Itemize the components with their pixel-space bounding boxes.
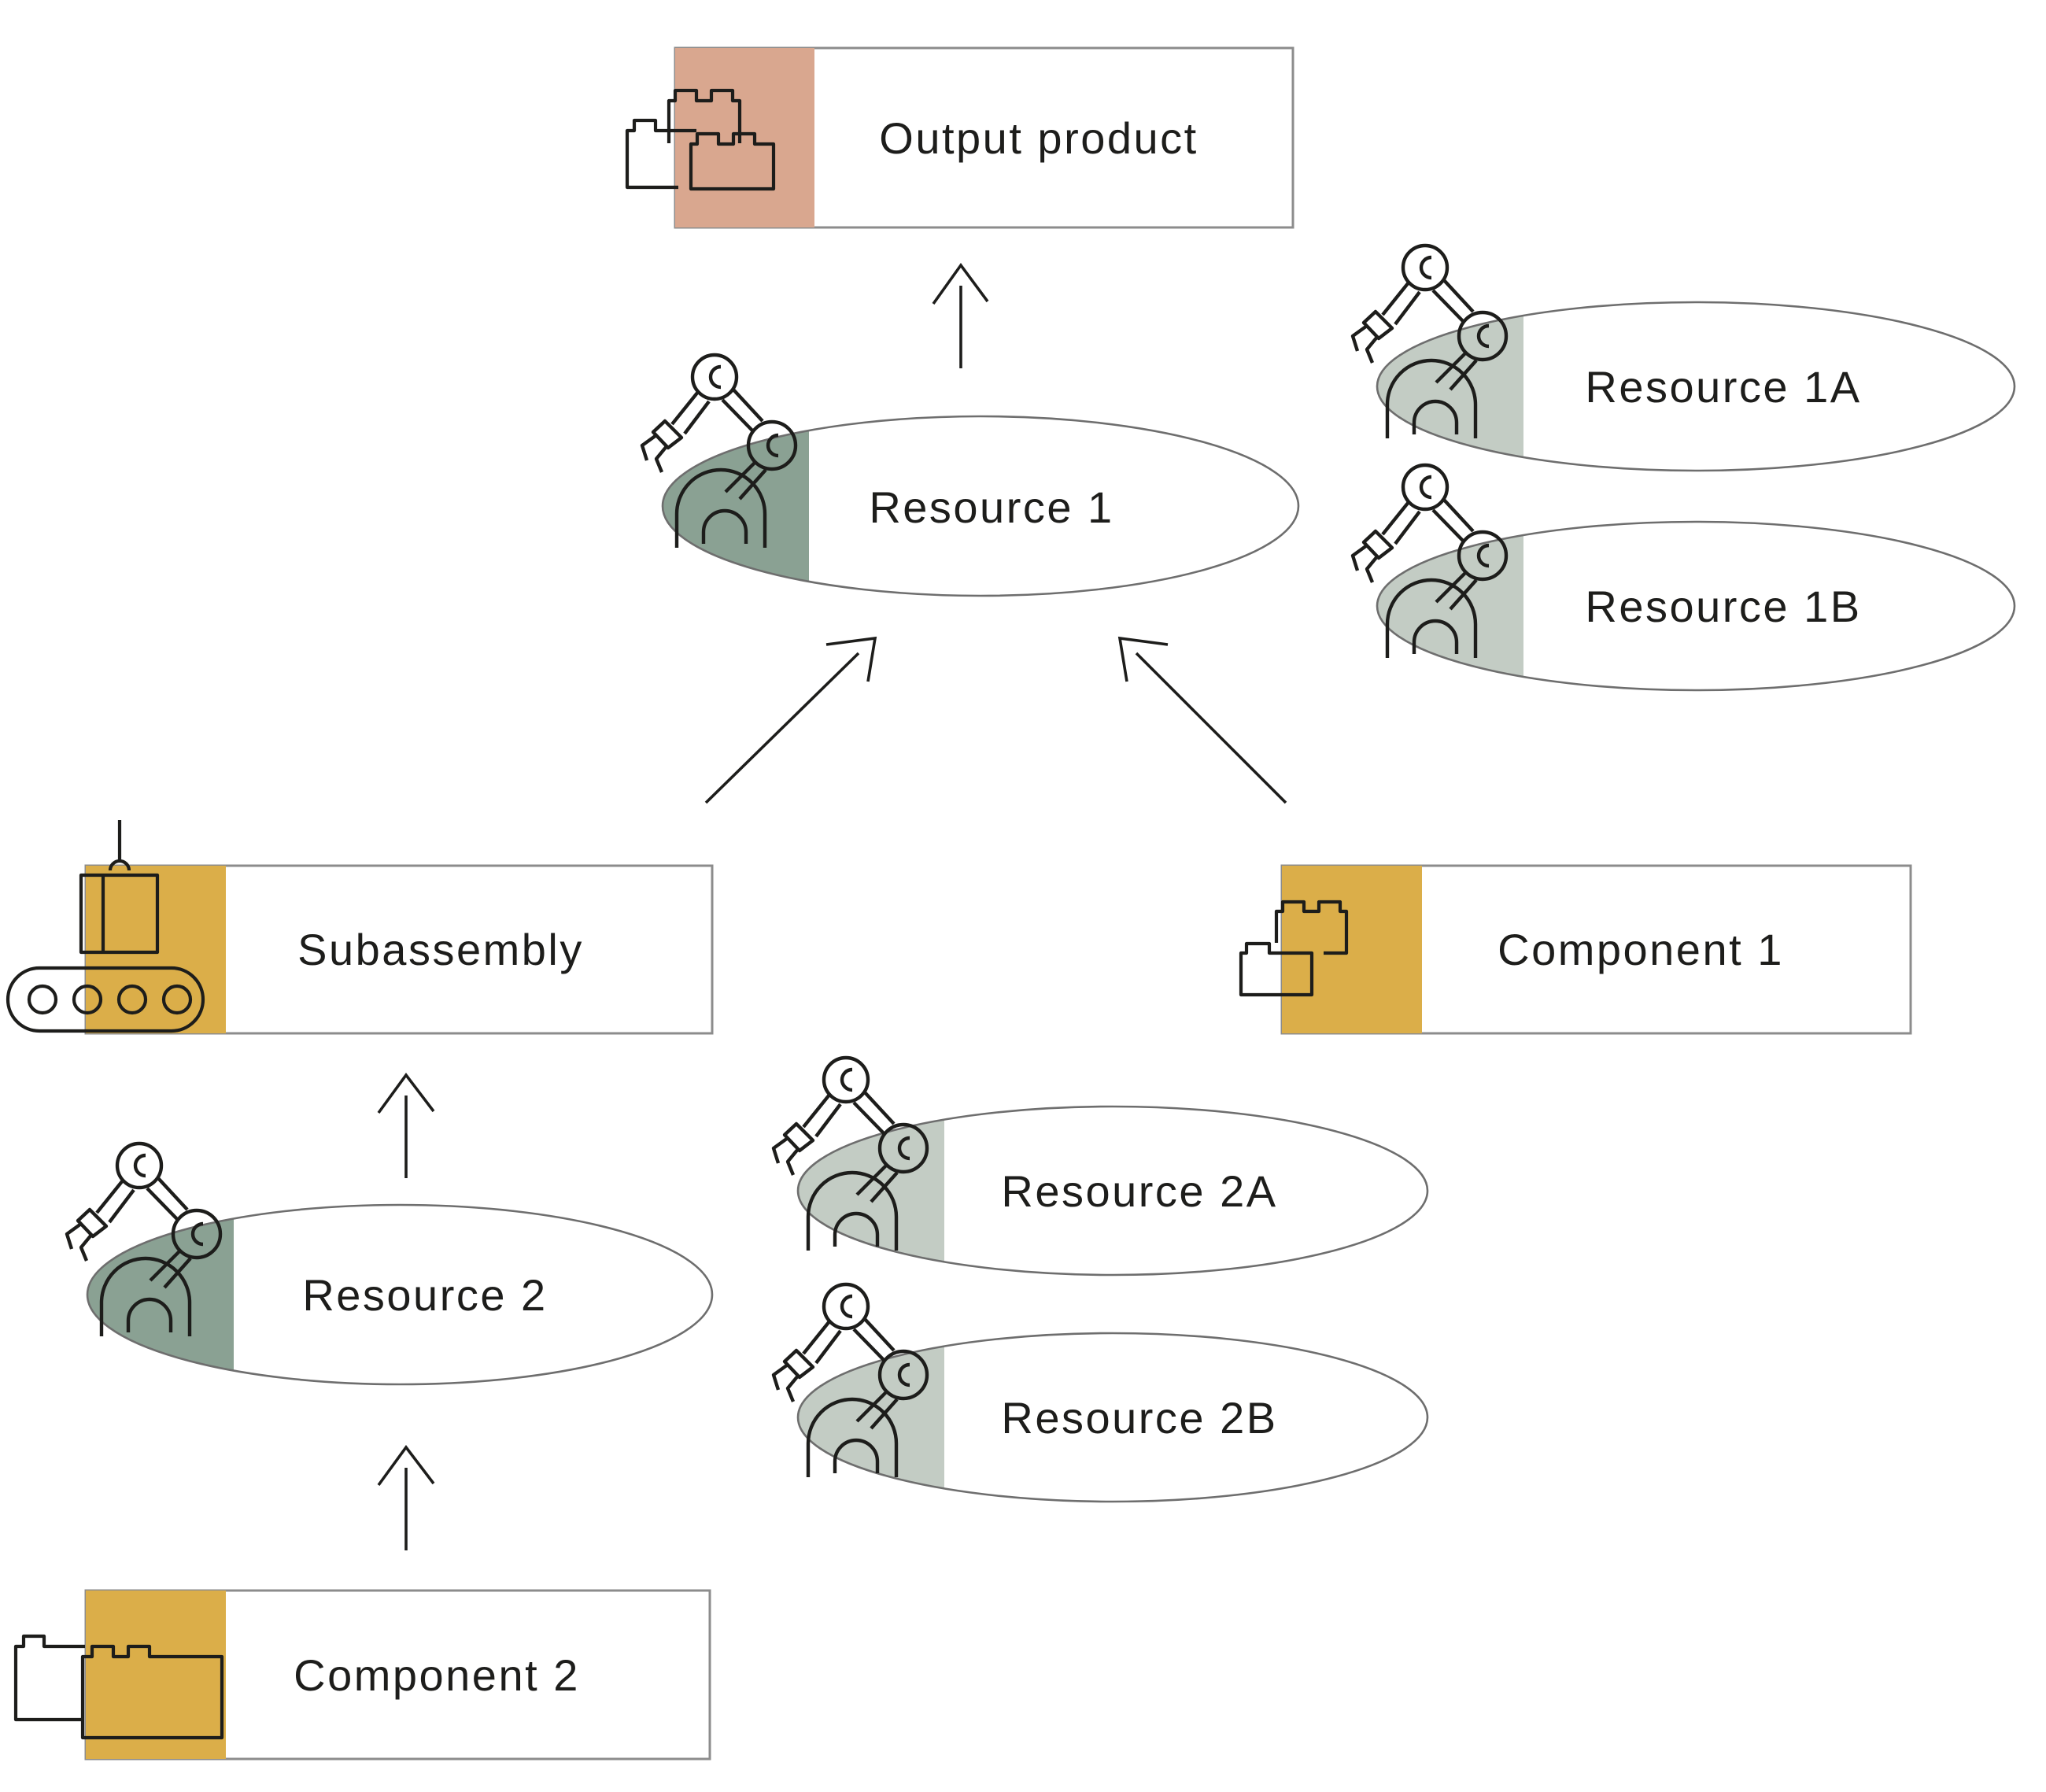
resource-2a-node bbox=[774, 1058, 1429, 1277]
resource-2b-node bbox=[774, 1284, 1429, 1503]
component-1-accent bbox=[1282, 866, 1422, 1033]
conveyor-icon bbox=[6, 820, 205, 1033]
resource-2b-label: Resource 2B bbox=[1001, 1392, 1278, 1443]
component-2-accent bbox=[86, 1591, 226, 1759]
lego-bricks-icon bbox=[625, 88, 776, 191]
subassembly-label: Subassembly bbox=[297, 924, 584, 974]
resource-1a-label: Resource 1A bbox=[1585, 361, 1862, 412]
resource-2-label: Resource 2 bbox=[302, 1269, 548, 1320]
resource-1b-node bbox=[1353, 465, 2016, 692]
output-product-node bbox=[625, 46, 1294, 229]
subassembly-node bbox=[6, 820, 714, 1035]
resource-2-node bbox=[67, 1144, 714, 1386]
arrow-subassembly-to-resource1 bbox=[704, 636, 877, 804]
resource-2a-segment bbox=[798, 1119, 944, 1262]
resource-2b-segment bbox=[798, 1346, 944, 1489]
arrow-component1-to-resource1 bbox=[1117, 636, 1287, 804]
resource-2a-label: Resource 2A bbox=[1001, 1166, 1278, 1216]
arrow-resource2-to-subassembly bbox=[377, 1072, 435, 1178]
resource-1-node bbox=[642, 355, 1300, 597]
arrow-resource1-to-output bbox=[932, 262, 989, 368]
output-product-label: Output product bbox=[879, 113, 1198, 163]
arrow-component2-to-resource2 bbox=[377, 1444, 435, 1550]
component-2-node bbox=[13, 1589, 711, 1761]
lego-bricks-icon bbox=[1239, 900, 1349, 997]
lego-bricks-icon bbox=[13, 1634, 224, 1740]
component-2-label: Component 2 bbox=[294, 1650, 580, 1700]
resource-1b-label: Resource 1B bbox=[1585, 581, 1862, 631]
component-1-node bbox=[1239, 864, 1912, 1035]
resource-1-label: Resource 1 bbox=[869, 482, 1114, 532]
resource-1a-node bbox=[1353, 246, 2016, 472]
component-1-label: Component 1 bbox=[1498, 924, 1784, 974]
